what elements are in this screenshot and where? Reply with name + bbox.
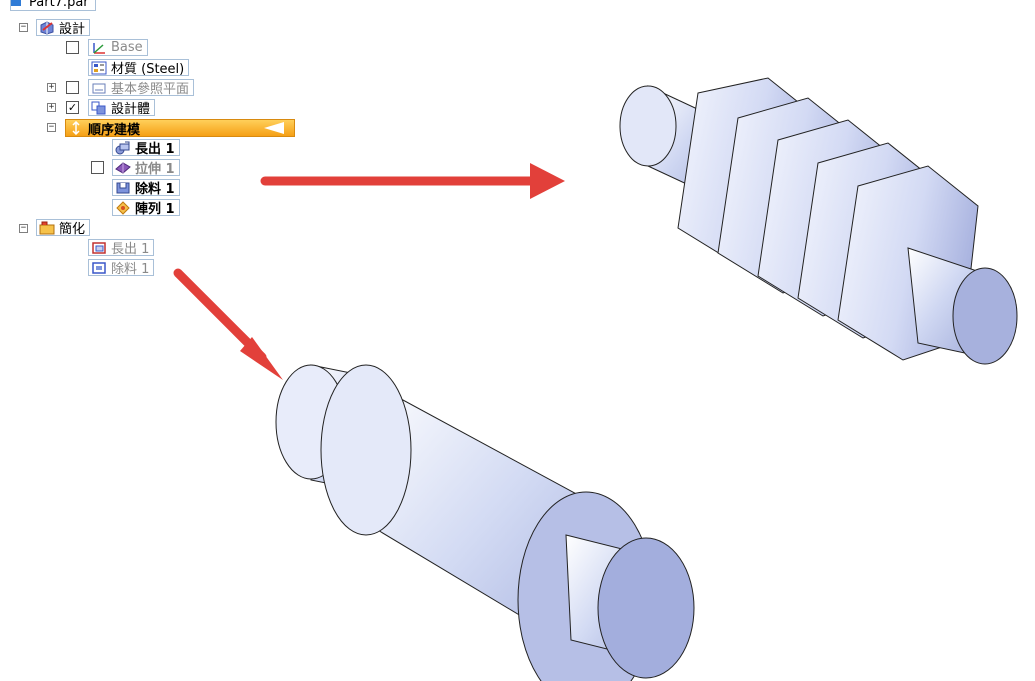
ordered-modeling-node[interactable]: 順序建模 — [65, 119, 295, 138]
design-body-label: 設計體 — [111, 102, 151, 117]
reference-planes-icon — [91, 81, 107, 95]
file-name: Part7.par — [29, 0, 89, 10]
protrusion-icon — [115, 141, 131, 155]
base-label: Base — [111, 40, 143, 55]
reference-planes-checkbox[interactable] — [66, 81, 79, 94]
cutout-icon — [115, 181, 131, 195]
reference-planes-label: 基本參照平面 — [111, 82, 190, 97]
sweep-checkbox[interactable] — [91, 161, 104, 174]
simplify-icon — [39, 221, 55, 235]
simplify-cutout-label: 除料 1 — [111, 262, 150, 277]
design-body-expander[interactable]: + — [47, 102, 56, 112]
sweep-icon — [115, 161, 131, 175]
design-body-checkbox[interactable]: ✓ — [66, 101, 79, 114]
simplify-protrusion-node[interactable]: 長出 1 — [88, 239, 155, 257]
feature-tree: Part7.par − 設計 Base 材質 (Steel) + 基本參照平面 … — [10, 0, 340, 322]
worm-shaft-view[interactable] — [588, 58, 1035, 400]
active-pointer-icon — [264, 122, 284, 134]
simplify-cutout-node[interactable]: 除料 1 — [88, 259, 155, 277]
feature-sweep-node[interactable]: 拉伸 1 — [112, 159, 180, 177]
part-file-icon — [11, 0, 21, 6]
material-node[interactable]: 材質 (Steel) — [88, 59, 190, 77]
worm-shaft-model — [619, 77, 1018, 365]
shaft-blank-model — [275, 364, 695, 681]
material-icon — [91, 61, 107, 75]
ordered-expander[interactable]: − — [47, 122, 56, 132]
simplify-cutout-icon — [91, 261, 107, 275]
file-node[interactable]: Part7.par — [10, 0, 96, 11]
simplify-expander[interactable]: − — [19, 223, 28, 233]
feature-protrusion-node[interactable]: 長出 1 — [112, 139, 180, 157]
reference-planes-node[interactable]: 基本參照平面 — [88, 79, 195, 97]
feature-cutout-node[interactable]: 除料 1 — [112, 179, 180, 197]
design-label: 設計 — [59, 22, 86, 37]
shaft-blank-view[interactable] — [266, 350, 724, 681]
simplify-label: 簡化 — [59, 222, 86, 237]
feature-pattern-node[interactable]: 陣列 1 — [112, 199, 180, 217]
feature-pattern-label: 陣列 1 — [135, 202, 175, 217]
coordinate-system-icon — [91, 41, 107, 55]
base-node[interactable]: Base — [88, 39, 148, 56]
feature-sweep-label: 拉伸 1 — [135, 162, 175, 177]
simplify-protrusion-icon — [91, 241, 107, 255]
pattern-icon — [115, 200, 131, 215]
reference-planes-expander[interactable]: + — [47, 82, 56, 92]
design-node[interactable]: 設計 — [36, 19, 91, 37]
material-label: 材質 (Steel) — [111, 62, 185, 77]
design-body-icon — [91, 101, 107, 115]
design-body-node[interactable]: 設計體 — [88, 99, 156, 117]
design-icon — [39, 20, 55, 35]
base-checkbox[interactable] — [66, 41, 79, 54]
ordered-modeling-icon — [68, 121, 84, 135]
simplify-protrusion-label: 長出 1 — [111, 242, 150, 257]
ordered-modeling-label: 順序建模 — [88, 122, 141, 138]
design-expander[interactable]: − — [19, 22, 28, 32]
feature-cutout-label: 除料 1 — [135, 182, 175, 197]
simplify-node[interactable]: 簡化 — [36, 219, 91, 237]
feature-protrusion-label: 長出 1 — [135, 142, 175, 157]
